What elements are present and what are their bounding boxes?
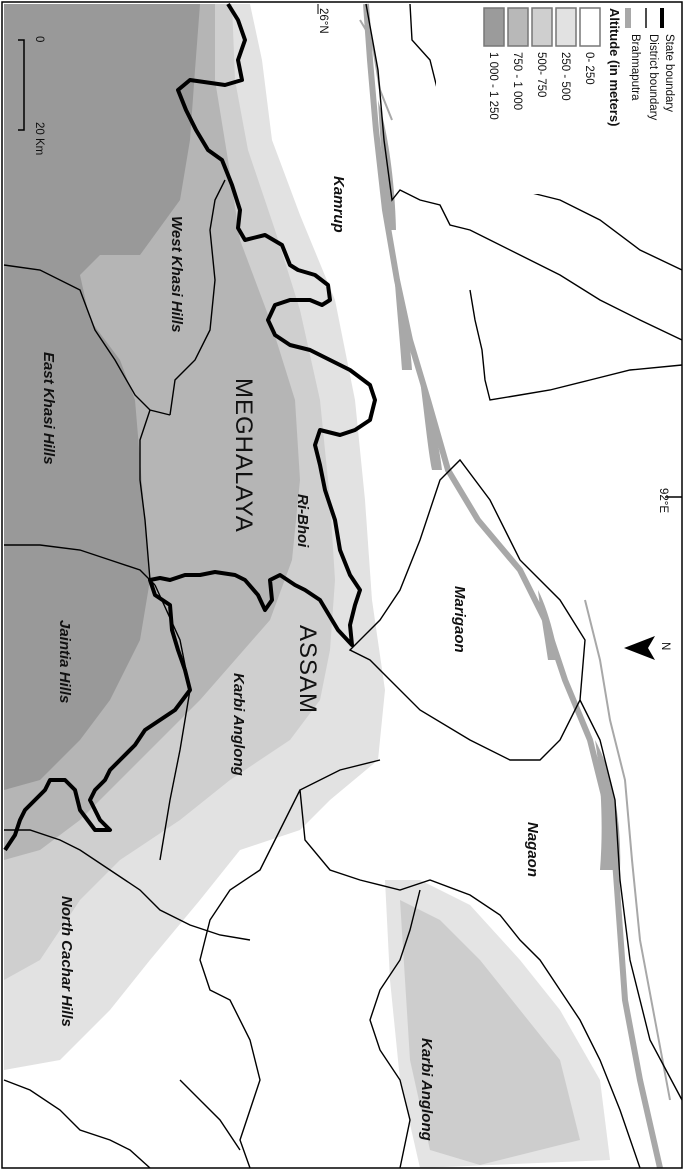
north-arrow: N xyxy=(624,636,671,660)
state-label-meghalaya: MEGHALAYA xyxy=(230,378,257,533)
legend-label-alt-4: 1 000 - 1 250 xyxy=(487,52,499,120)
river-braid-7 xyxy=(359,19,393,121)
north-arrow-label: N xyxy=(659,642,671,650)
altitude-1000-1250-zone xyxy=(4,4,200,790)
legend-label-alt-2: 500- 750 xyxy=(535,52,547,97)
scale-bar-end: 20 Km xyxy=(33,122,45,155)
legend-label-brahmaputra: Brahmaputra xyxy=(629,34,641,101)
legend-altitude-title: Altitude (in meters) xyxy=(607,8,622,126)
river-braid-5 xyxy=(595,740,621,870)
altitude-500-750-zone-south xyxy=(400,900,580,1165)
legend-swatch-alt-4 xyxy=(483,7,505,47)
state-boundary-line xyxy=(3,2,377,852)
district-boundary-karbi-west xyxy=(154,584,191,861)
legend-label-alt-1: 250 - 500 xyxy=(559,52,571,101)
district-boundary-nagaon-east xyxy=(579,699,683,1101)
graticule: 26°N 92°E xyxy=(317,4,682,513)
district-boundary-wk-east xyxy=(169,179,226,416)
district-boundary-ek-ri-bhoi xyxy=(139,409,151,581)
state-label-assam: ASSAM xyxy=(294,625,321,714)
district-label-kamrup: Kamrup xyxy=(330,176,347,233)
legend-swatch-alt-3 xyxy=(507,7,529,47)
legend-swatch-alt-1 xyxy=(555,7,577,47)
district-boundary-nc-south xyxy=(179,1079,241,1151)
legend-swatch-alt-0 xyxy=(579,7,601,47)
district-label-ri-bhoi: Ri-Bhoi xyxy=(294,494,311,548)
district-boundary-karbi-south-loop xyxy=(369,889,421,1169)
district-label-north-cachar-hills: North Cachar Hills xyxy=(58,896,75,1027)
district-boundary-nagaon-karbi xyxy=(299,759,641,1169)
district-boundary-kamrup-south xyxy=(469,289,683,401)
river-channel xyxy=(363,3,663,1169)
river-braid-6 xyxy=(584,599,671,1101)
district-label-jaintia-hills: Jaintia Hills xyxy=(56,620,73,703)
river-braid-3 xyxy=(420,380,442,470)
district-label-west-khasi-hills: West Khasi Hills xyxy=(168,216,185,332)
district-boundaries xyxy=(3,3,683,1169)
state-boundary xyxy=(3,2,377,852)
legend-label-district-boundary: District boundary xyxy=(647,34,659,121)
district-label-east-khasi-hills: East Khasi Hills xyxy=(40,352,57,465)
scale-bar: 0 20 Km xyxy=(18,36,45,155)
scale-bar-start: 0 xyxy=(33,36,45,42)
north-arrow-icon xyxy=(624,636,655,660)
legend-swatch-alt-2 xyxy=(531,7,553,47)
legend-label-alt-0: 0- 250 xyxy=(583,52,595,85)
district-boundary-karbi-nc xyxy=(199,789,301,1169)
legend-label-state-boundary: State boundary xyxy=(663,34,675,112)
district-boundary-wk-ek xyxy=(3,264,171,416)
legend: State boundary District boundary Brahmap… xyxy=(436,4,678,194)
district-label-karbi-anglong-south: Karbi Anglong xyxy=(230,673,247,776)
lon-label: 92°E xyxy=(657,488,669,513)
district-label-karbi-anglong-north: Karbi Anglong xyxy=(418,1038,435,1141)
district-boundary-ek-jaintia xyxy=(4,544,156,586)
district-boundary-jaintia-nc xyxy=(4,829,251,941)
river-braid-2 xyxy=(394,270,412,370)
river-braid-4 xyxy=(538,590,558,660)
district-boundary-marigaon xyxy=(348,458,586,761)
district-label-marigaon: Marigaon xyxy=(451,586,468,653)
district-boundary-west-edge xyxy=(3,1079,151,1169)
lat-label: 26°N xyxy=(317,8,329,34)
scale-bar-line xyxy=(18,39,25,131)
district-boundary-kamrup-marigaon xyxy=(365,3,683,341)
terrain-layer xyxy=(4,4,610,1168)
legend-label-alt-3: 750 - 1 000 xyxy=(511,52,523,110)
district-label-nagaon: Nagaon xyxy=(524,822,541,877)
